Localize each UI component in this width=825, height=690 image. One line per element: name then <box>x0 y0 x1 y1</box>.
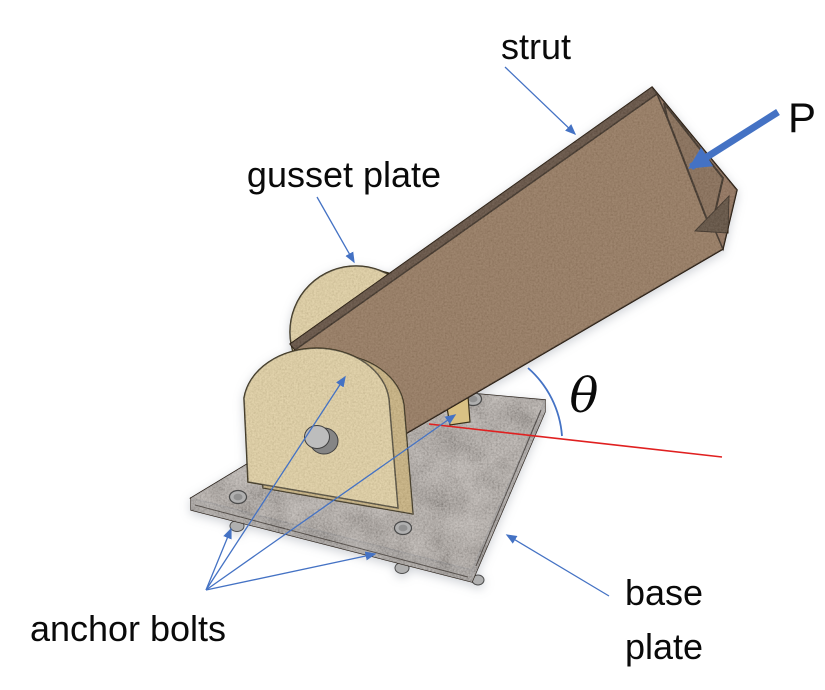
label-force-p: P <box>787 94 816 141</box>
reference-line <box>428 423 723 458</box>
label-gusset-plate: gusset plate <box>246 154 442 195</box>
gusset-plate-front <box>243 347 414 515</box>
force-arrow-p <box>688 109 780 170</box>
anchor-bolt-head <box>228 489 248 505</box>
anchor-bolts-leader-arrow <box>205 414 457 591</box>
pin-bolt <box>304 425 339 455</box>
label-base-plate: base plate <box>624 572 704 667</box>
leader-arrows <box>205 66 610 597</box>
anchor-bolt-head <box>393 520 413 536</box>
label-angle-theta: θ <box>569 368 599 424</box>
angle-arc <box>527 367 563 437</box>
anchor-bolts-leader-arrow <box>205 527 232 591</box>
strut-leader-arrow <box>504 66 577 136</box>
gusset-plate-leader-arrow <box>316 196 355 264</box>
anchor-bolts-leader-arrow <box>205 375 346 591</box>
label-strut: strut <box>500 26 571 67</box>
label-anchor-bolts: anchor bolts <box>29 608 227 649</box>
base-plate-leader-arrow <box>505 534 610 597</box>
anchor-bolts-leader-arrow <box>205 551 377 591</box>
